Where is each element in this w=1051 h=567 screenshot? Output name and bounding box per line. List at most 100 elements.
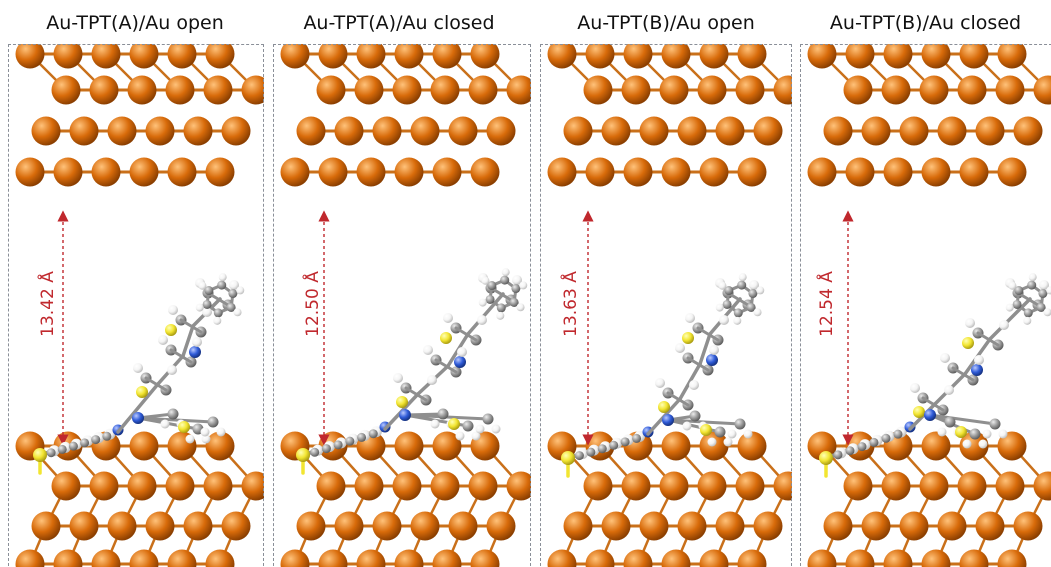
gold-atom	[316, 471, 346, 501]
gold-atom	[129, 157, 159, 187]
hydrogen-atom	[216, 427, 226, 437]
hydrogen-atom	[1039, 280, 1049, 290]
core-bond	[116, 382, 160, 434]
hydrogen-atom	[185, 434, 195, 444]
gold-atom	[823, 116, 853, 146]
gold-atom	[659, 471, 689, 501]
molecular-junction-a-open	[15, 44, 264, 567]
sulfur-atom	[561, 451, 575, 465]
gold-atom	[737, 44, 767, 69]
carbon-atom	[969, 428, 981, 440]
ring-bond	[206, 291, 230, 307]
gold-atom	[899, 116, 929, 146]
nitrogen-atom	[706, 354, 718, 366]
gold-atom	[881, 75, 911, 105]
ring-bond	[179, 318, 203, 334]
gold-atom	[601, 116, 631, 146]
gold-atom	[547, 549, 577, 567]
gold-atom	[753, 511, 783, 541]
gold-atom	[699, 44, 729, 69]
hydrogen-atom	[1008, 281, 1017, 290]
gold-atom	[53, 44, 83, 69]
carbon-atom	[1014, 286, 1024, 296]
gold-atom	[280, 157, 310, 187]
gold-atom	[127, 471, 157, 501]
hydrogen-atom	[965, 318, 975, 328]
carbon-atom	[632, 433, 642, 443]
carbon-atom	[724, 286, 734, 296]
carbon-atom	[620, 437, 630, 447]
gold-atom	[699, 549, 729, 567]
carbon-atom	[102, 431, 112, 441]
gold-atom	[601, 511, 631, 541]
ring-bond	[169, 348, 193, 364]
gold-atom	[167, 549, 197, 567]
gold-atom	[432, 549, 462, 567]
molecular-junction-b-closed	[807, 44, 1051, 567]
hydrogen-atom	[168, 305, 178, 315]
hydrogen-atom	[910, 383, 920, 393]
gold-atom	[937, 511, 967, 541]
tpt-molecule	[561, 273, 765, 478]
gold-atom	[129, 431, 159, 461]
gold-atom	[430, 471, 460, 501]
carbon-atom	[511, 284, 521, 294]
carbon-atom	[1038, 289, 1048, 299]
hydrogen-atom	[1005, 303, 1014, 312]
gold-atom	[432, 157, 462, 187]
gold-atom	[486, 511, 516, 541]
gold-atom	[807, 157, 837, 187]
gold-atom	[807, 549, 837, 567]
hydrogen-atom	[198, 281, 207, 290]
carbon-atom	[845, 446, 855, 456]
carbon-atom	[609, 440, 619, 450]
hydrogen-atom	[516, 303, 525, 312]
carbon-atom	[482, 413, 494, 425]
gold-atom	[183, 511, 213, 541]
hydrogen-atom	[682, 421, 692, 431]
hydrogen-atom	[978, 439, 988, 449]
gold-atom	[316, 75, 346, 105]
carbon-atom	[217, 280, 227, 290]
gold-atom	[69, 116, 99, 146]
gold-atom	[183, 116, 213, 146]
hydrogen-atom	[218, 273, 227, 282]
hydrogen-atom	[749, 280, 759, 290]
gold-atom	[639, 116, 669, 146]
gold-atom	[91, 44, 121, 69]
gold-atom	[661, 157, 691, 187]
gold-atom	[506, 75, 531, 105]
gold-atom	[921, 431, 951, 461]
gold-atom	[356, 44, 386, 69]
sulfur-atom	[136, 386, 148, 398]
gold-atom	[735, 75, 765, 105]
electrode-distance-label: 13.63 Å	[561, 271, 581, 337]
gold-atom	[997, 44, 1027, 69]
gold-atom	[1033, 75, 1051, 105]
structure-panel-b-open: 13.63 Å	[540, 44, 792, 567]
gold-atom	[661, 549, 691, 567]
gold-atom	[737, 157, 767, 187]
carbon-atom	[500, 275, 510, 285]
gold-atom	[69, 511, 99, 541]
hydrogen-atom	[709, 345, 719, 355]
gold-atom	[432, 431, 462, 461]
nitrogen-atom	[971, 364, 983, 376]
gold-atom	[394, 549, 424, 567]
molecular-junction-a-closed	[280, 44, 531, 567]
gold-atom	[318, 157, 348, 187]
hydrogen-atom	[427, 375, 437, 385]
ring-bond	[921, 396, 945, 412]
structure-panel-b-closed: 12.54 Å	[800, 44, 1051, 567]
hydrogen-atom	[160, 419, 170, 429]
nitrogen-atom	[132, 412, 144, 424]
sulfur-atom	[955, 426, 967, 438]
gold-atom	[845, 44, 875, 69]
core-bond	[698, 332, 712, 366]
gold-atom	[583, 471, 613, 501]
carbon-atom	[228, 289, 238, 299]
gold-atom	[921, 44, 951, 69]
carbon-atom	[207, 416, 219, 428]
gold-atom	[432, 44, 462, 69]
gold-atom	[354, 471, 384, 501]
